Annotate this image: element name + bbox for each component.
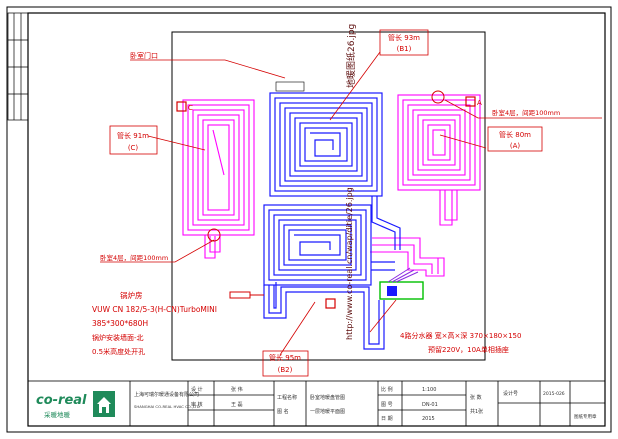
marker-a-box xyxy=(465,96,476,107)
loop-b2-tag: (B2) xyxy=(278,366,293,374)
tb-date-value: 2015 xyxy=(422,416,435,422)
tb-sheet-value: 共1张 xyxy=(470,408,483,415)
loop-a-valve xyxy=(431,90,445,104)
marker-b2-mid xyxy=(325,298,336,309)
leader-lines xyxy=(100,51,602,356)
vertical-watermark: http://www.co-real.cn/wap/ditie/26.jpg xyxy=(345,187,354,340)
tb-project-value: 卧室地暖盘管图 xyxy=(310,394,345,401)
tb-designer: 张 伟 xyxy=(231,386,243,393)
power-spec-label: 预留220V，10A单相插座 xyxy=(428,345,509,354)
loop-c-coil xyxy=(182,99,255,259)
house-icon xyxy=(93,391,115,417)
boiler-note-1: 锅炉安装墙面-北 xyxy=(92,333,144,342)
label-boxes xyxy=(109,29,543,377)
tb-design-label: 设 计 xyxy=(191,386,203,393)
title-block xyxy=(27,380,606,427)
loop-b2-coil xyxy=(263,204,395,350)
loop-c-tag: (C) xyxy=(128,144,139,152)
tb-date-label: 日 期 xyxy=(381,416,393,422)
tb-number-value: DN-01 xyxy=(422,402,438,408)
marker-c-box xyxy=(176,101,187,112)
loop-b1-tag: (B1) xyxy=(397,45,412,53)
manifold-feeds xyxy=(387,267,419,283)
left-margin-strip xyxy=(7,12,29,121)
logo-text: co-real xyxy=(36,393,87,408)
tb-remark-value: 2015-026 xyxy=(543,391,565,397)
spacing-right-label: 卧室4层，间距100mm xyxy=(492,108,560,117)
loop-b2-length: 管长 95m xyxy=(269,353,301,362)
manifold-spec-label: 4路分水器 宽×高×深 370×180×150 xyxy=(400,331,521,340)
company-name: 上海可瑞尔暖通设备有限公司 xyxy=(134,391,199,398)
spacing-left-label: 卧室4层，间距100mm xyxy=(100,253,168,262)
loop-a-coil xyxy=(397,94,481,226)
tb-scale-label: 比 例 xyxy=(381,386,393,393)
marker-c-label: C xyxy=(188,104,193,112)
room-outline xyxy=(171,31,486,361)
door-mark xyxy=(275,81,305,92)
loop-c-valve xyxy=(207,228,221,242)
bedroom-door-label: 卧室门口 xyxy=(130,51,158,60)
tb-review-label: 审 核 xyxy=(191,401,203,408)
loop-b1-length: 管长 93m xyxy=(388,33,420,42)
logo-subtext: 采暖地暖 xyxy=(44,410,71,419)
boiler-model: VUW CN 182/5-3(H-CN)TurboMINI xyxy=(92,305,217,314)
boiler-size: 385*300*680H xyxy=(92,319,148,328)
image-filename: 地暖图纸26.jpg xyxy=(345,24,357,88)
boiler-pipe-arrow xyxy=(229,291,264,299)
loop-a-length: 管长 80m xyxy=(499,130,531,139)
tb-sheet-label: 张 数 xyxy=(470,394,482,401)
tb-drawing-value: 一层地暖平面图 xyxy=(310,408,345,415)
loop-c-length: 管长 91m xyxy=(117,131,149,140)
manifold-core xyxy=(387,286,397,296)
tb-seal: 图纸专用章 xyxy=(574,413,597,420)
boiler-note-2: 0.5米高度处开孔 xyxy=(92,347,145,356)
tb-reviewer: 王 磊 xyxy=(231,402,243,408)
tb-number-label: 图 号 xyxy=(381,402,393,408)
tb-scale-value: 1:100 xyxy=(422,387,436,393)
boiler-title: 锅炉房 xyxy=(120,290,143,300)
tb-drawing-label: 图 名 xyxy=(277,408,289,415)
loop-a-tag: (A) xyxy=(510,142,521,150)
tb-project-label: 工程名称 xyxy=(277,394,297,401)
loop-b1-coil xyxy=(269,92,401,250)
manifold-box xyxy=(379,281,424,300)
tb-remark-label: 设计号 xyxy=(503,390,518,397)
company-name-en: SHANGHAI CO-REAL HVAC CO.,LTD xyxy=(134,404,200,409)
marker-a-label: A xyxy=(477,99,482,107)
